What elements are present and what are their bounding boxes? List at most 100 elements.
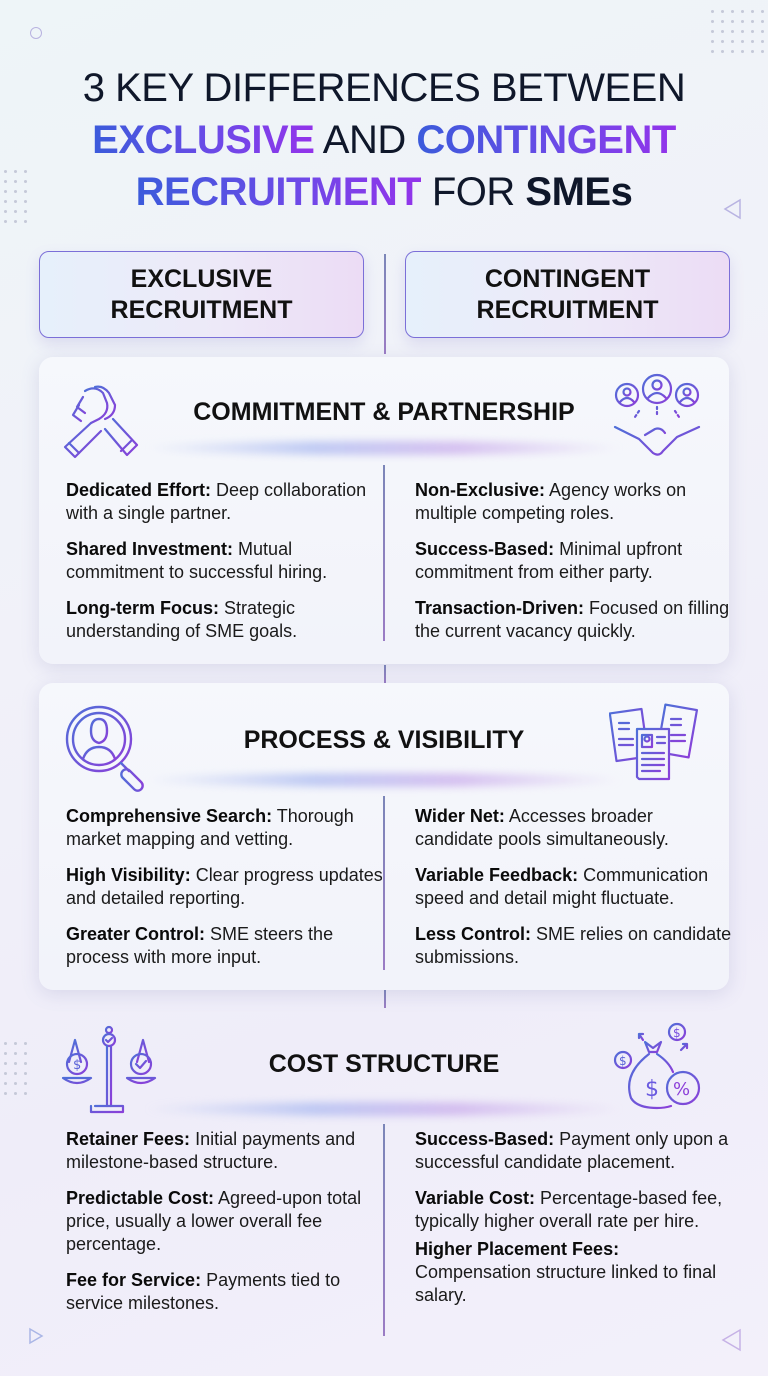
title-underline-glow	[144, 1102, 624, 1116]
list-item: Variable Feedback: Communication speed a…	[415, 864, 735, 910]
item-text: Strategic understanding of SME goals.	[66, 598, 298, 641]
item-label: Dedicated Effort:	[66, 480, 212, 500]
exclusive-points: Retainer Fees: Initial payments and mile…	[66, 1128, 386, 1328]
item-text: Communication speed and detail might flu…	[415, 865, 709, 908]
list-item: Long-term Focus: Strategic understanding…	[66, 597, 386, 643]
section-commitment-partnership: COMMITMENT & PARTNERSHIP Dedicated Effor…	[39, 357, 729, 664]
item-text: Deep collaboration with a single partner…	[66, 480, 367, 523]
list-item: Non-Exclusive: Agency works on multiple …	[415, 479, 735, 525]
column-divider	[383, 796, 385, 970]
list-item: High Visibility: Clear progress updates …	[66, 864, 386, 910]
column-divider	[384, 665, 386, 683]
title-underline-glow	[144, 441, 624, 455]
title-smes: SMEs	[525, 170, 633, 214]
page-title: 3 KEY DIFFERENCES BETWEEN EXCLUSIVE AND …	[0, 62, 768, 218]
section-title: COST STRUCTURE	[268, 1050, 500, 1078]
item-label: Success-Based:	[415, 539, 555, 559]
people-handshake-icon	[613, 373, 701, 456]
list-item: Transaction-Driven: Focused on filling t…	[415, 597, 735, 643]
item-text: Mutual commitment to successful hiring.	[66, 539, 328, 582]
item-label: Transaction-Driven:	[415, 598, 585, 618]
column-divider	[383, 465, 385, 641]
item-text: Payments tied to service milestones.	[66, 1270, 341, 1313]
item-label: High Visibility:	[66, 865, 191, 885]
decorative-dot-grid	[4, 170, 27, 223]
header-line: RECRUITMENT	[476, 295, 659, 324]
exclusive-points: Comprehensive Search: Thorough market ma…	[66, 805, 386, 982]
item-text: Percentage-based fee, typically higher o…	[415, 1188, 723, 1231]
column-divider	[383, 1124, 385, 1336]
header-line: CONTINGENT	[484, 264, 651, 293]
item-label: Non-Exclusive:	[415, 480, 546, 500]
title-for: FOR	[421, 170, 526, 214]
item-text: Minimal upfront commitment from either p…	[415, 539, 683, 582]
magnifier-person-icon	[65, 705, 144, 792]
list-item: Success-Based: Payment only upon a succe…	[415, 1128, 735, 1174]
list-item: Shared Investment: Mutual commitment to …	[66, 538, 386, 584]
svg-text:$: $	[619, 1054, 627, 1068]
column-divider	[384, 990, 386, 1008]
decorative-dot-grid	[711, 10, 764, 53]
item-text: Payment only upon a successful candidate…	[415, 1129, 729, 1172]
title-underline-glow	[144, 773, 624, 787]
list-item: Comprehensive Search: Thorough market ma…	[66, 805, 386, 851]
section-title: PROCESS & VISIBILITY	[243, 726, 525, 754]
section-title: COMMITMENT & PARTNERSHIP	[193, 398, 575, 426]
list-item: Retainer Fees: Initial payments and mile…	[66, 1128, 386, 1174]
contingent-points: Wider Net: Accesses broader candidate po…	[415, 805, 735, 982]
item-label: Less Control:	[415, 924, 532, 944]
item-label: Fee for Service:	[66, 1270, 202, 1290]
list-item: Success-Based: Minimal upfront commitmen…	[415, 538, 735, 584]
item-label: Shared Investment:	[66, 539, 234, 559]
item-text: Accesses broader candidate pools simulta…	[415, 806, 669, 849]
contingent-points: Success-Based: Payment only upon a succe…	[415, 1128, 735, 1320]
list-item: Higher Placement Fees: Compensation stru…	[415, 1238, 735, 1307]
item-label: Success-Based:	[415, 1129, 555, 1149]
decorative-triangle-icon	[723, 198, 741, 220]
item-text: Thorough market mapping and vetting.	[66, 806, 354, 849]
item-label: Variable Cost:	[415, 1188, 536, 1208]
item-label: Predictable Cost:	[66, 1188, 215, 1208]
section-process-visibility: PROCESS & VISIBILITY Comprehensive Searc…	[39, 683, 731, 990]
title-recruitment: RECRUITMENT	[135, 170, 422, 214]
column-divider	[384, 254, 386, 354]
item-text: SME relies on candidate submissions.	[415, 924, 732, 967]
svg-text:$: $	[73, 1058, 81, 1073]
item-label: Long-term Focus:	[66, 598, 219, 618]
item-text: Agreed-upon total price, usually a lower…	[66, 1188, 362, 1254]
item-text: Focused on filling the current vacancy q…	[415, 598, 730, 641]
item-label: Retainer Fees:	[66, 1129, 191, 1149]
item-text: Compensation structure linked to final s…	[415, 1262, 717, 1305]
list-item: Greater Control: SME steers the process …	[66, 923, 386, 969]
title-exclusive: EXCLUSIVE	[92, 118, 315, 162]
list-item: Predictable Cost: Agreed-upon total pric…	[66, 1187, 386, 1256]
item-label: Greater Control:	[66, 924, 206, 944]
resume-documents-icon	[609, 703, 699, 781]
item-label: Variable Feedback:	[415, 865, 579, 885]
header-line: RECRUITMENT	[110, 295, 293, 324]
title-and: AND	[314, 118, 417, 162]
svg-text:$: $	[645, 1077, 659, 1102]
arm-wrestle-handshake-icon	[63, 385, 139, 459]
svg-text:%: %	[673, 1079, 690, 1100]
list-item: Dedicated Effort: Deep collaboration wit…	[66, 479, 386, 525]
item-text: SME steers the process with more input.	[66, 924, 334, 967]
item-text: Agency works on multiple competing roles…	[415, 480, 687, 523]
list-item: Wider Net: Accesses broader candidate po…	[415, 805, 735, 851]
item-label: Higher Placement Fees:	[415, 1239, 620, 1259]
item-text: Clear progress updates and detailed repo…	[66, 865, 383, 908]
balance-scale-dollar-icon: $	[61, 1025, 157, 1114]
item-label: Comprehensive Search:	[66, 806, 273, 826]
money-bag-percent-icon: $ $ $ %	[613, 1022, 701, 1110]
svg-text:$: $	[673, 1026, 681, 1040]
header-line: EXCLUSIVE	[130, 264, 273, 293]
contingent-points: Non-Exclusive: Agency works on multiple …	[415, 479, 735, 656]
section-cost-structure: $ $ $ $ % COST STRUCTURE Retainer Fees: …	[39, 1012, 729, 1342]
title-line-1: 3 KEY DIFFERENCES BETWEEN	[82, 66, 686, 110]
list-item: Fee for Service: Payments tied to servic…	[66, 1269, 386, 1315]
title-contingent: CONTINGENT	[416, 118, 676, 162]
decorative-triangle-icon	[29, 1327, 44, 1345]
decorative-dot-grid	[4, 1042, 27, 1095]
